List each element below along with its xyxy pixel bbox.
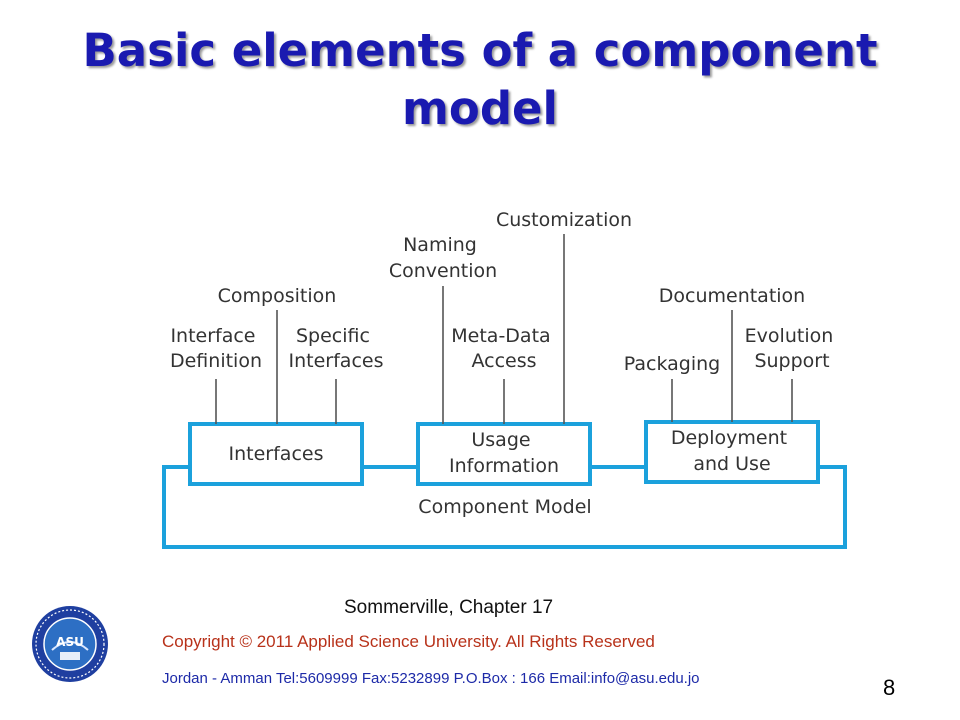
title-line-2: model [402,82,558,135]
copyright-notice: Copyright © 2011 Applied Science Univers… [162,632,655,651]
slide-title: Basic elements of a component model [0,22,960,138]
logo-book [60,652,80,660]
component-model-label: Component Model [418,496,591,518]
label-interface-definition: Interface Definition [170,325,262,372]
interfaces-box [188,422,364,486]
page-number: 8 [883,675,896,700]
label-packaging: Packaging [624,353,720,375]
title-line-1: Basic elements of a component [82,24,878,77]
component-model-frame [162,465,847,549]
contact-info: Jordan - Amman Tel:5609999 Fax:5232899 P… [162,670,700,687]
label-evolution-support: Evolution Support [745,325,840,372]
label-customization: Customization [496,209,632,231]
usage-information-box [416,422,592,486]
logo-script-ring [35,609,105,679]
logo-arc [51,641,89,651]
source-citation: Sommerville, Chapter 17 [344,597,554,618]
logo-inner-disc [43,617,97,671]
label-meta-data-access: Meta-Data Access [451,325,556,372]
interfaces-box-label: Interfaces [229,443,324,465]
label-composition: Composition [218,285,337,307]
usage-information-box-label: Usage Information [449,429,559,477]
label-documentation: Documentation [659,285,805,307]
label-specific-interfaces: Specific Interfaces [289,325,384,372]
deployment-box-label: Deployment and Use [671,427,793,475]
label-naming-convention: Naming Convention [389,234,497,282]
logo-center-text: ASU [56,635,84,649]
university-logo: ASU [32,606,108,682]
